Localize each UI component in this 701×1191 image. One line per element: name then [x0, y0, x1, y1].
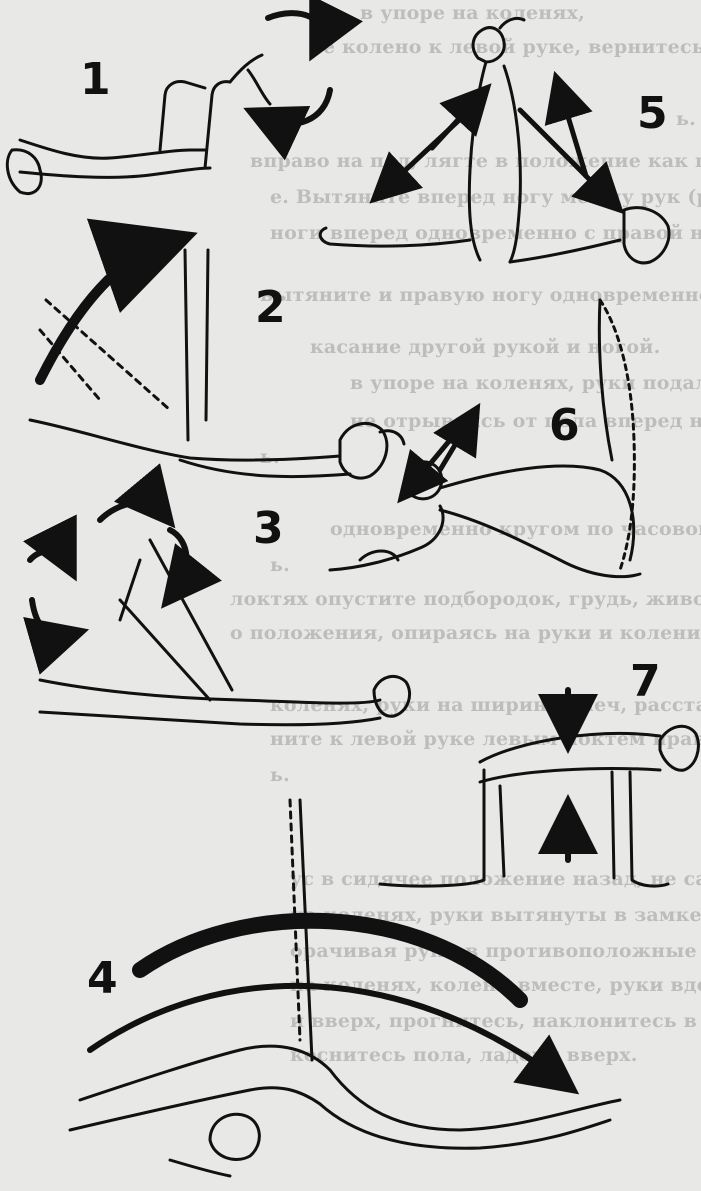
figure-number-7: 7 [630, 660, 661, 704]
figure-3-drawing [30, 503, 410, 725]
figure-2-drawing [30, 246, 404, 478]
figure-number-1: 1 [80, 58, 111, 102]
figure-1-drawing [7, 13, 330, 193]
figure-number-6: 6 [549, 404, 580, 448]
figure-6-drawing [330, 300, 640, 577]
figure-4-drawing [70, 800, 620, 1176]
figure-number-5: 5 [637, 92, 668, 136]
figure-number-3: 3 [253, 507, 284, 551]
figure-5-drawing [320, 18, 669, 262]
figure-number-2: 2 [255, 286, 286, 330]
figure-7-drawing [380, 690, 698, 886]
figure-number-4: 4 [87, 957, 118, 1001]
